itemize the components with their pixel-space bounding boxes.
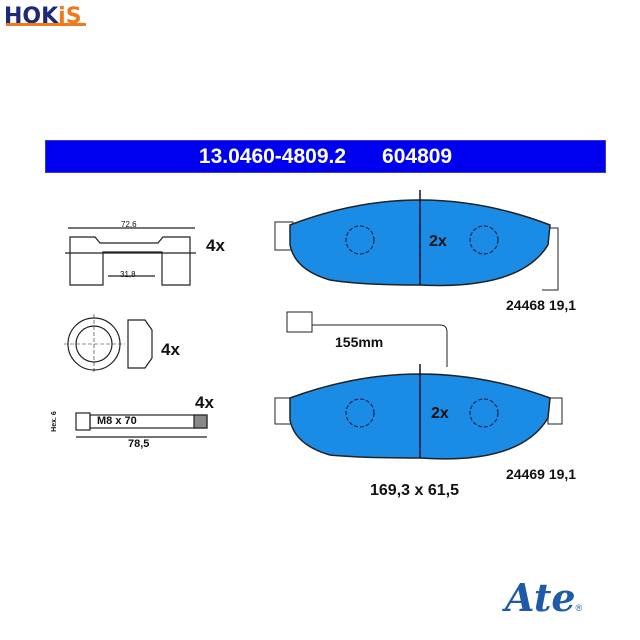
sleeve-quantity: 4x: [161, 340, 180, 359]
upper-thickness: 19,1: [548, 297, 577, 313]
bolt-thread-label: M8 x 70: [97, 415, 137, 427]
sleeve-drawing: [64, 314, 153, 374]
lower-pad-quantity: 2x: [431, 405, 449, 422]
lower-pad-code: 24469 19,1: [506, 466, 576, 482]
upper-pad-quantity: 2x: [429, 233, 447, 250]
lower-code: 24469: [506, 466, 545, 482]
logo-text-2: iS: [58, 4, 82, 29]
bolt-length-label: 78,5: [128, 438, 150, 450]
ref-number: 604809: [382, 144, 453, 168]
wear-sensor-drawing: [286, 311, 448, 367]
registered-mark: ®: [575, 603, 583, 613]
upper-code: 24468: [506, 297, 545, 313]
logo-underline: [6, 23, 86, 26]
lower-pad-drawing: [274, 364, 563, 460]
upper-pad-code: 24468 19,1: [506, 297, 576, 313]
guide-bolt-drawing: [75, 412, 208, 438]
upper-pad-drawing: [274, 190, 559, 291]
clip-width-label: 72,6: [121, 220, 137, 229]
spring-clip-drawing: [65, 227, 196, 286]
hex-label: Hex. 6: [50, 411, 58, 432]
part-number-banner: 13.0460-4809.2 604809: [45, 140, 606, 173]
lower-thickness: 19,1: [548, 466, 577, 482]
clip-quantity: 4x: [206, 236, 225, 255]
part-number: 13.0460-4809.2: [198, 144, 347, 168]
bolt-quantity: 4x: [195, 393, 214, 412]
ate-logo: Ate®: [505, 575, 582, 620]
ate-logo-text: Ate: [505, 575, 576, 620]
pad-dimensions: 169,3 x 61,5: [370, 482, 459, 499]
sensor-length: 155mm: [335, 334, 384, 350]
clip-inner-width-label: 31,8: [120, 270, 136, 279]
